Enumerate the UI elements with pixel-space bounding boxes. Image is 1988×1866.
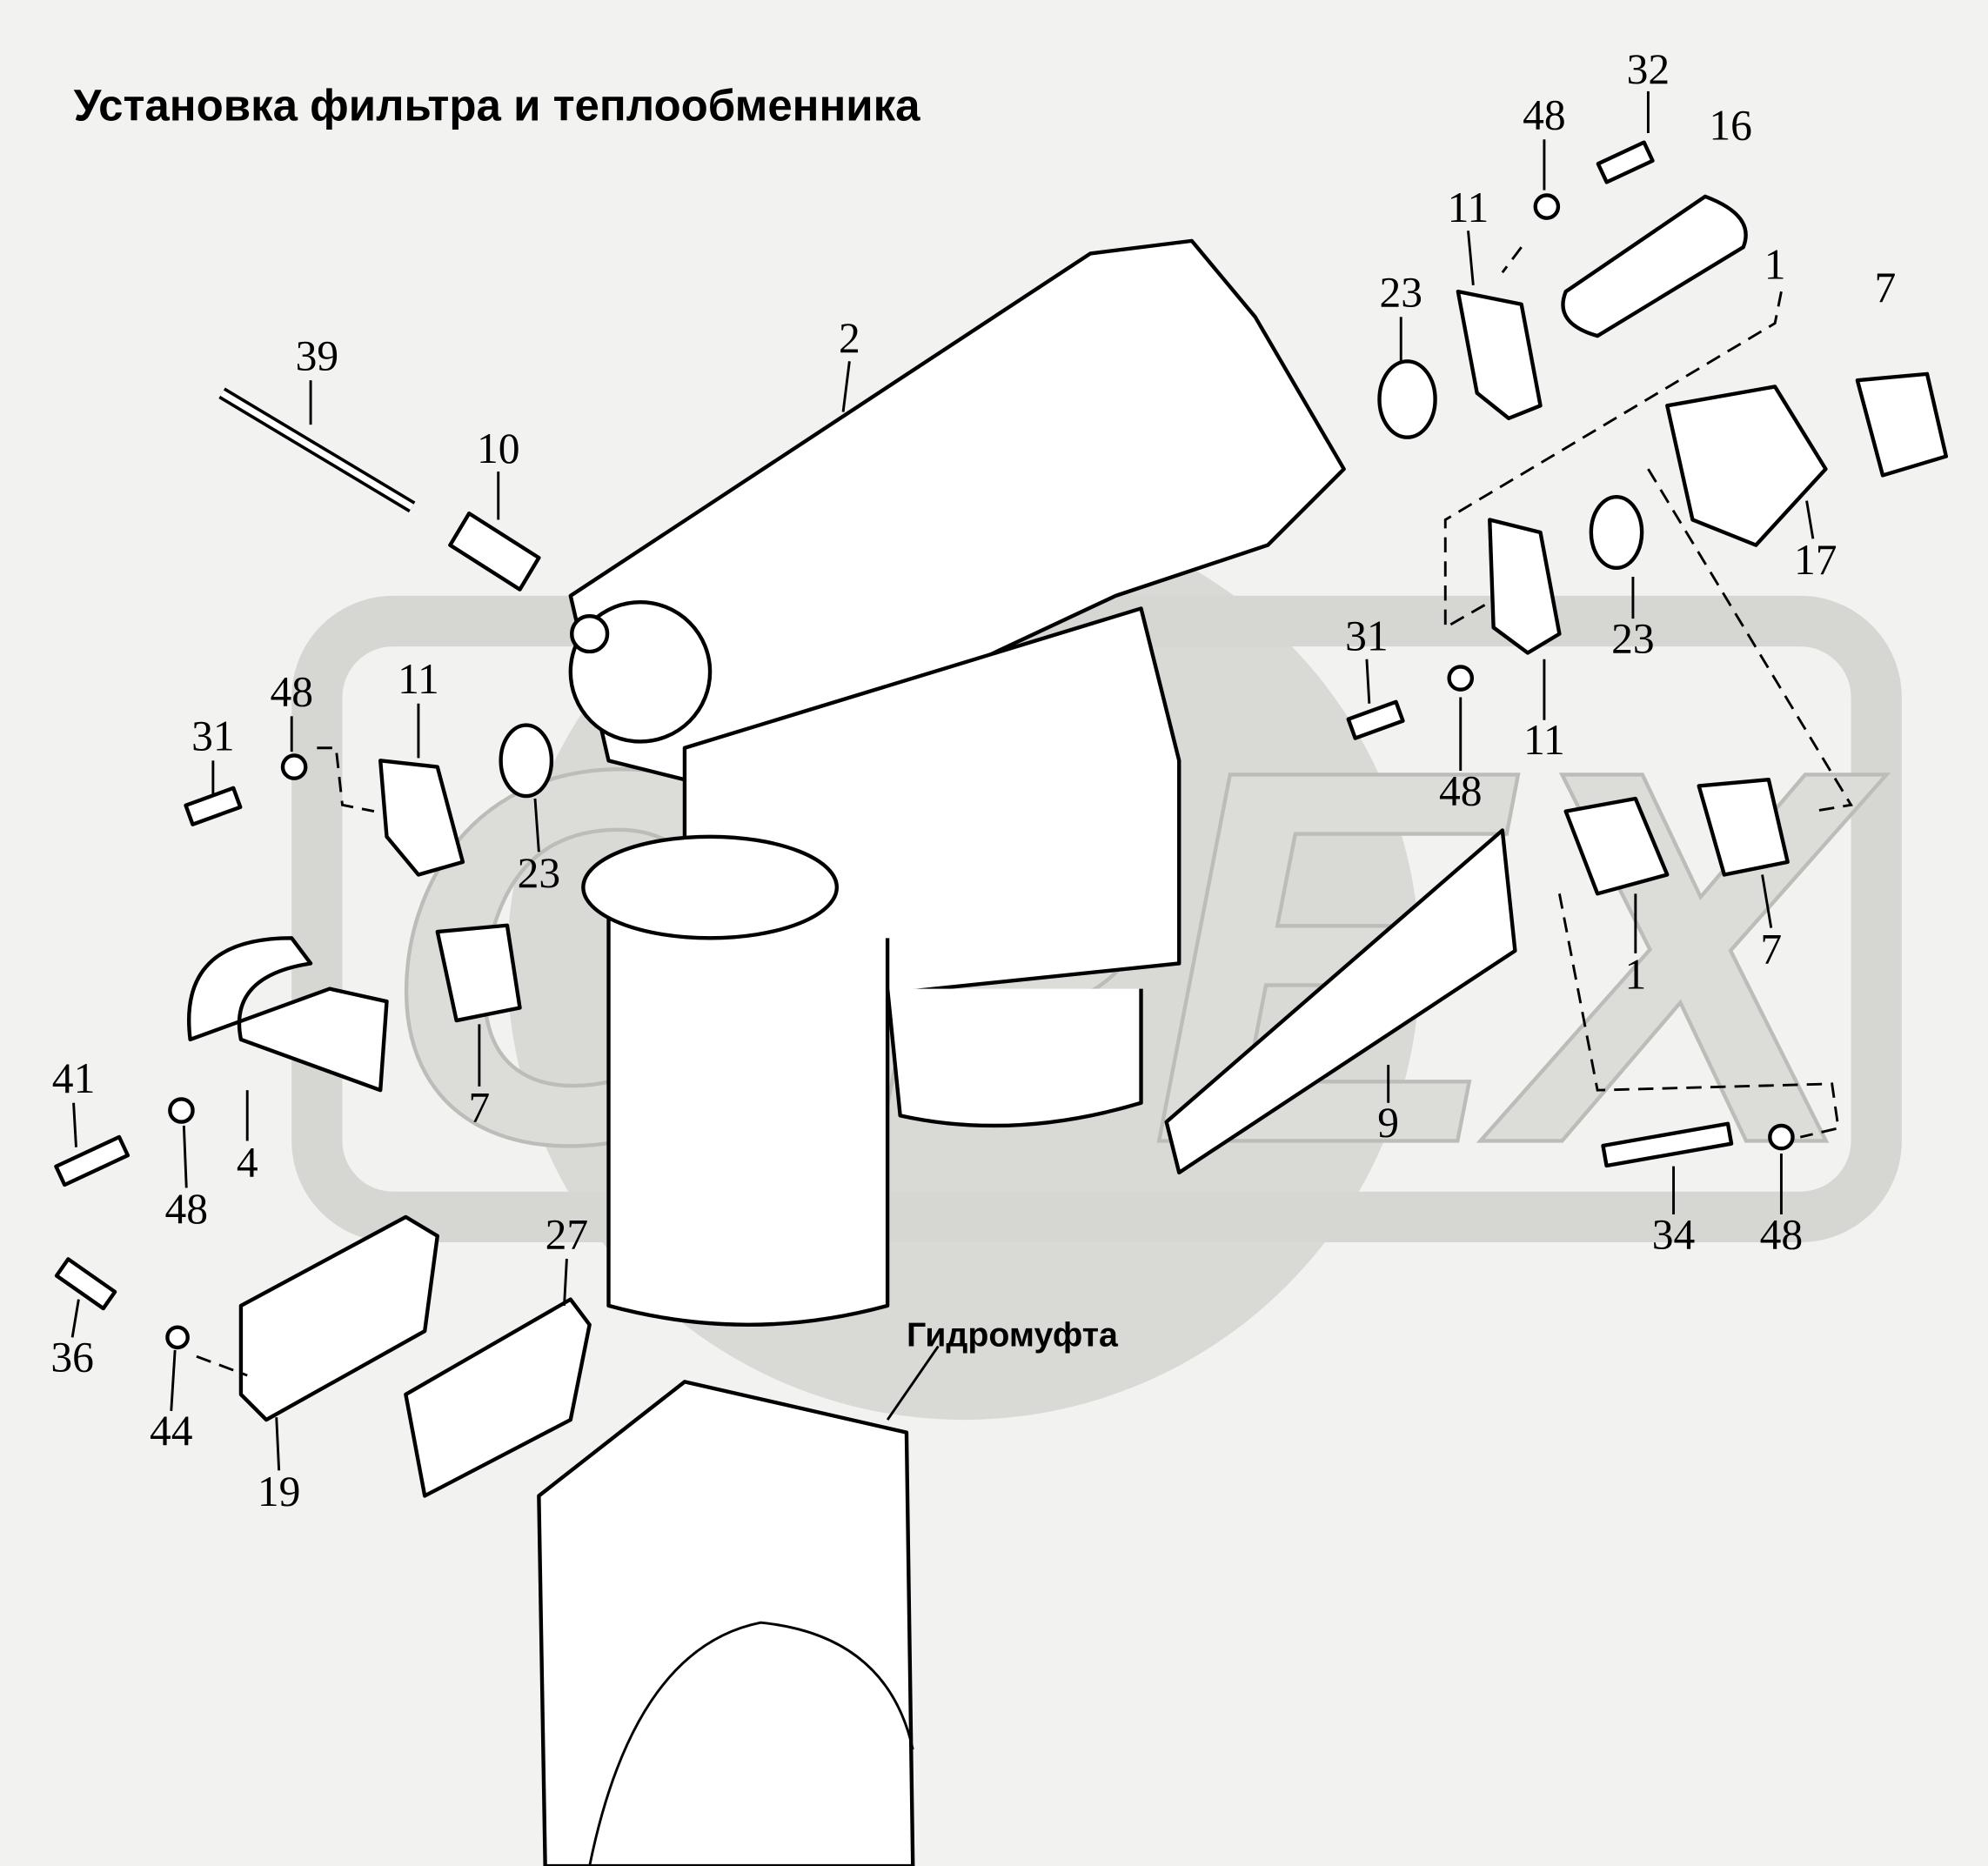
callout-10: 10 <box>477 425 520 472</box>
gasket-27 <box>404 1297 592 1498</box>
callout-48: 48 <box>270 668 313 716</box>
bolt-32 <box>1596 140 1655 184</box>
washer-48 <box>168 1097 195 1124</box>
filter-top <box>581 834 839 940</box>
callout-48: 48 <box>164 1185 208 1233</box>
o-ring-23 <box>499 723 554 799</box>
elbow-4 <box>187 936 389 1093</box>
bolt-31 <box>184 786 243 826</box>
callout-7: 7 <box>1875 264 1897 311</box>
callout-11: 11 <box>1523 716 1565 764</box>
callout-48: 48 <box>1760 1210 1804 1258</box>
callout-7: 7 <box>1760 925 1782 973</box>
callouts: 32 48 16 11 23 1 7 2 39 10 17 23 31 11 4… <box>50 45 1896 1515</box>
callout-16: 16 <box>1709 101 1752 149</box>
o-ring-23 <box>1377 359 1437 439</box>
callout-39: 39 <box>296 332 339 380</box>
callout-11: 11 <box>398 655 439 703</box>
callout-19: 19 <box>258 1468 301 1515</box>
fluid-coupling-label: Гидромуфта <box>907 1316 1119 1354</box>
callout-7: 7 <box>468 1084 490 1132</box>
callout-1: 1 <box>1624 951 1646 999</box>
callout-23: 23 <box>518 849 561 897</box>
callout-31: 31 <box>1345 612 1389 660</box>
flange-11-top <box>1456 289 1543 421</box>
washer-48 <box>1447 665 1475 692</box>
gasket-7-right <box>1697 777 1790 877</box>
callout-32: 32 <box>1627 45 1670 93</box>
callout-4: 4 <box>237 1138 258 1186</box>
callout-48: 48 <box>1523 91 1566 139</box>
washer-48 <box>1768 1123 1795 1151</box>
flange-11-mid <box>1488 518 1562 655</box>
washer-48 <box>280 753 308 780</box>
callout-17: 17 <box>1794 536 1837 584</box>
callout-27: 27 <box>546 1210 589 1258</box>
filter-canister-2 <box>885 988 1143 1128</box>
callout-34: 34 <box>1652 1210 1696 1258</box>
flange-11-left <box>378 759 465 877</box>
callout-9: 9 <box>1377 1099 1399 1147</box>
bolt-41 <box>54 1134 131 1187</box>
callout-48: 48 <box>1439 766 1483 814</box>
flange-17 <box>1665 385 1828 547</box>
callout-41: 41 <box>52 1054 96 1102</box>
fluid-coupling-housing <box>537 1380 915 1866</box>
callout-11: 11 <box>1448 184 1489 231</box>
diagram-title: Установка фильтра и теплообменника <box>74 80 921 130</box>
bolt-36 <box>54 1257 117 1311</box>
flange-1 <box>1563 796 1670 896</box>
o-ring-23 <box>1589 495 1644 571</box>
heat-exchanger <box>568 238 1346 788</box>
callout-1: 1 <box>1764 241 1786 289</box>
plate-9 <box>1164 828 1517 1175</box>
filter-canister-1 <box>606 913 890 1327</box>
callout-44: 44 <box>150 1407 193 1455</box>
bolt-31 <box>1346 699 1405 740</box>
cover-19 <box>238 1214 439 1422</box>
sleeve-10 <box>448 511 541 592</box>
bolt-34 <box>1601 1121 1734 1168</box>
gasket-7-left <box>435 923 522 1023</box>
callout-23: 23 <box>1611 614 1655 662</box>
callout-23: 23 <box>1379 269 1422 317</box>
pipe-16 <box>1561 194 1748 338</box>
callout-2: 2 <box>839 314 860 362</box>
callout-36: 36 <box>50 1334 94 1381</box>
gasket-7-top <box>1855 371 1949 478</box>
washer-44 <box>165 1325 190 1350</box>
callout-31: 31 <box>191 712 235 760</box>
parts <box>54 140 1949 1866</box>
leader-lines <box>70 90 1853 1471</box>
washer-48 <box>1533 193 1561 220</box>
